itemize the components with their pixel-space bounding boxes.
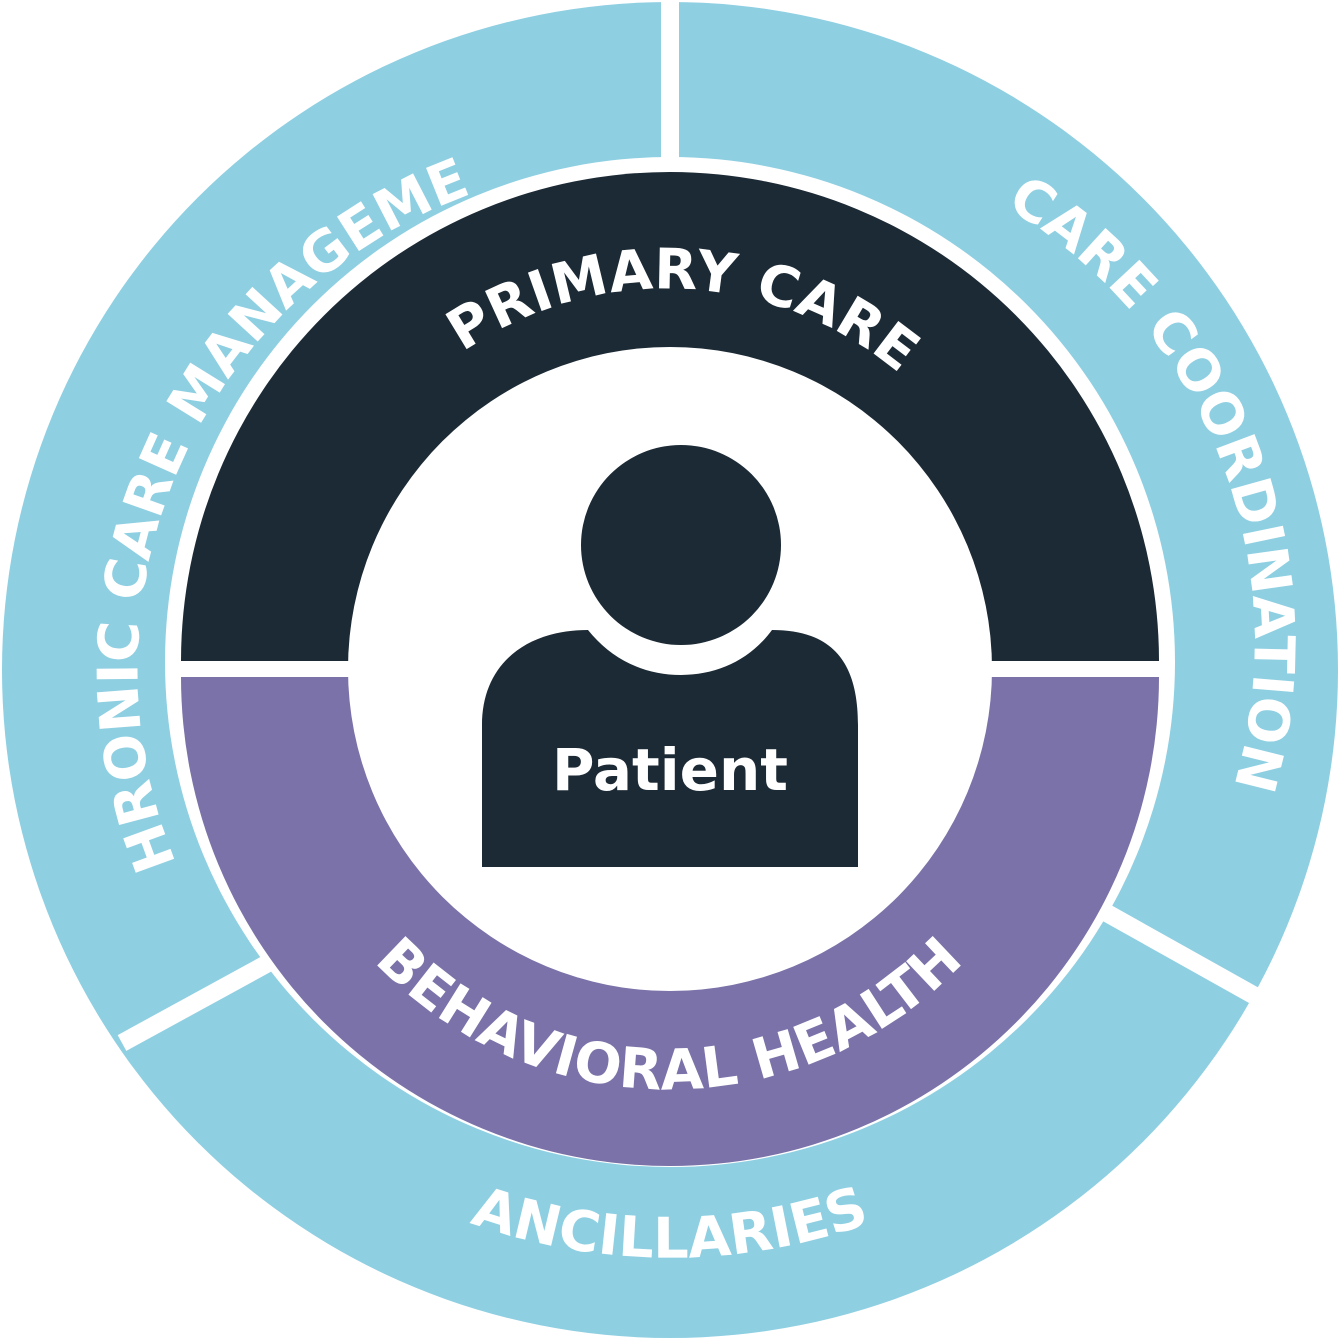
divider-left bbox=[117, 954, 275, 1051]
center-label: Patient bbox=[552, 736, 788, 804]
center-disc bbox=[348, 347, 992, 991]
divider-right bbox=[1100, 904, 1260, 1004]
person-icon bbox=[482, 445, 858, 867]
